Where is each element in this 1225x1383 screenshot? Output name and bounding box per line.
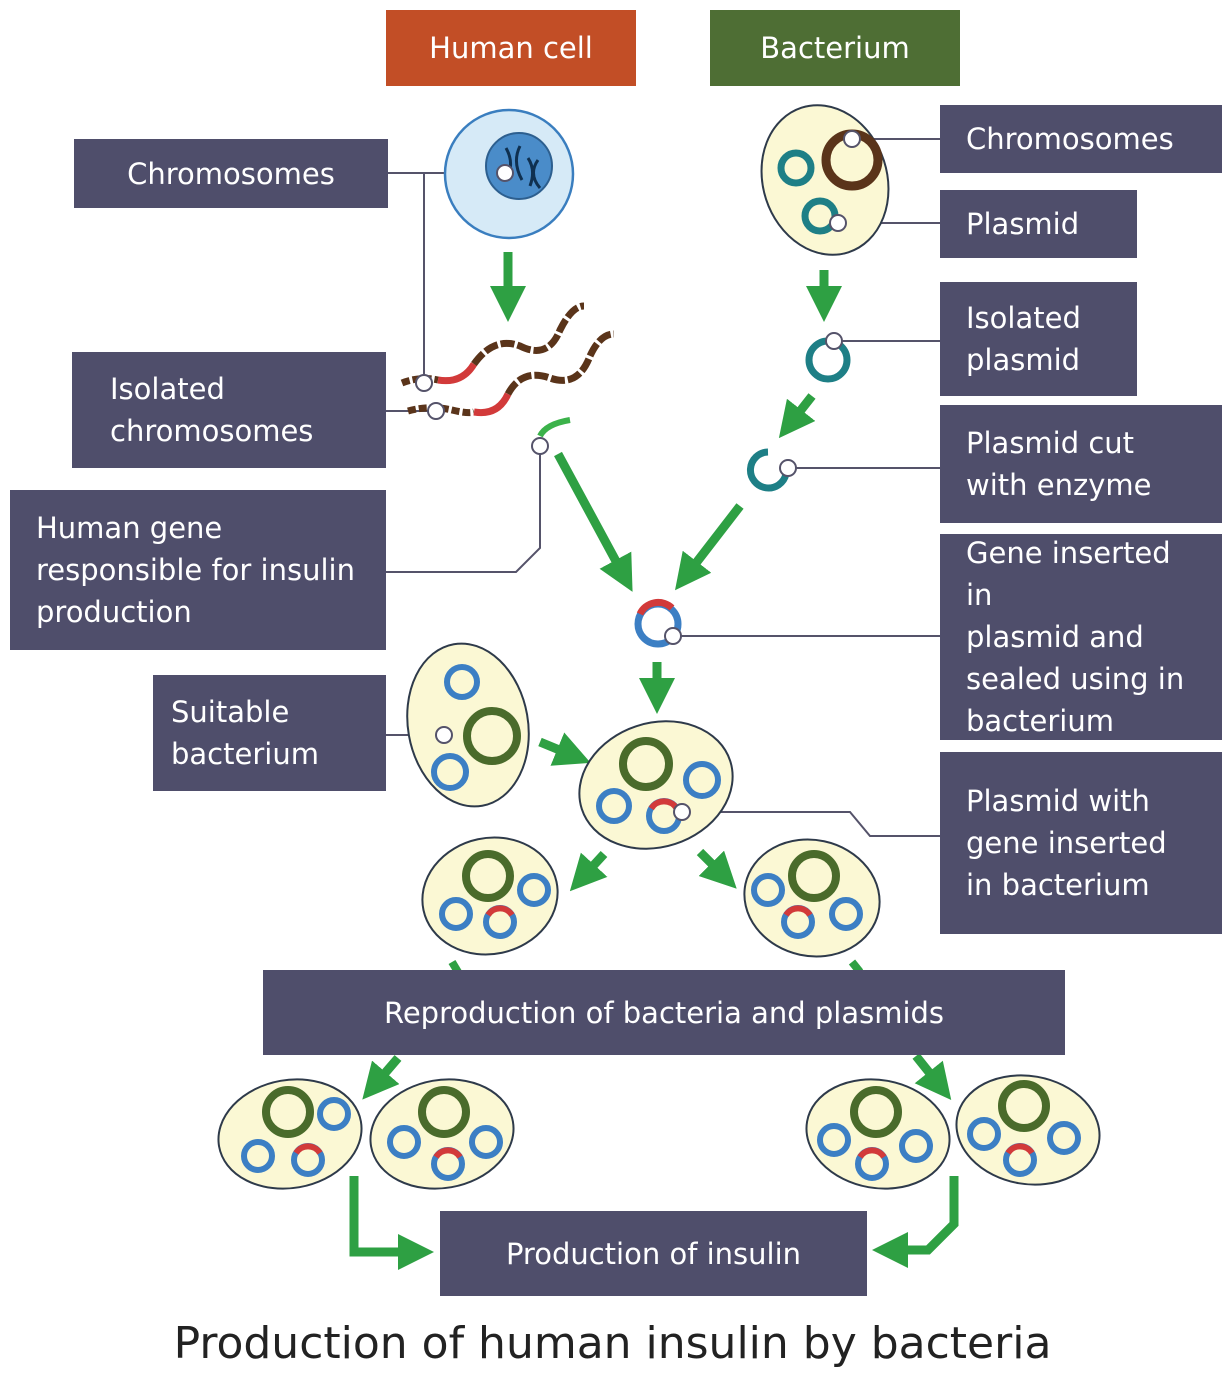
human-cell-header: Human cell [386, 10, 636, 86]
label-human-gene: Human gene responsible for insulin produ… [10, 490, 386, 650]
label-chromosomes-left: Chromosomes [74, 139, 388, 208]
connector-plasmid-with-gene [682, 811, 940, 837]
bacterium-gen2-2 [369, 1078, 515, 1190]
arrows [362, 252, 952, 1101]
cut-plasmid [746, 448, 790, 492]
label-plasmid-cut: Plasmid cut with enzyme [940, 405, 1222, 523]
bacterium-suitable [406, 642, 530, 808]
human-gene-fragment [537, 417, 571, 438]
arrow-cut-to-recombinant [675, 503, 744, 591]
label-plasmid-with-gene: Plasmid with gene inserted in bacterium [940, 752, 1222, 934]
label-chromosomes-right: Chromosomes [940, 105, 1222, 173]
arrow-reproduce-left [362, 1055, 402, 1100]
label-production: Production of insulin [440, 1211, 867, 1296]
anchor-points [415, 130, 861, 821]
arrow-plasmid-to-cut [778, 393, 816, 439]
elbow-arrows [349, 1176, 959, 1270]
recombinant-plasmid [634, 598, 682, 648]
bacteria-cells [217, 642, 1101, 1190]
bacterium-top [760, 104, 890, 256]
arrow-gene-to-recombinant [554, 451, 633, 592]
bacterium-gen2-4 [955, 1074, 1101, 1186]
isolated-chromosome-strands [400, 302, 615, 417]
bacterium-header: Bacterium [710, 10, 960, 86]
bacterium-gen2-3 [805, 1078, 951, 1190]
bacterium-gen2-1 [217, 1078, 363, 1190]
label-suitable-bacterium: Suitable bacterium [153, 675, 386, 791]
arrow-suitable-to-modified [538, 732, 591, 766]
label-isolated-chromosomes: Isolated chromosomes [72, 352, 386, 468]
bacterium-modified [578, 720, 734, 850]
bacterium-split-right [743, 838, 881, 958]
arrow-split-right [696, 848, 737, 889]
arrow-right-to-insulin [872, 1176, 959, 1268]
arrow-reproduce-right [912, 1053, 952, 1101]
label-reproduction: Reproduction of bacteria and plasmids [263, 970, 1065, 1055]
label-gene-inserted: Gene inserted in plasmid and sealed usin… [940, 534, 1222, 740]
label-plasmid: Plasmid [940, 190, 1137, 258]
diagram-title: Production of human insulin by bacteria [173, 1318, 1052, 1369]
arrow-left-to-insulin [349, 1176, 434, 1270]
label-isolated-plasmid: Isolated plasmid [940, 282, 1137, 396]
arrow-split-left [569, 850, 608, 892]
bacterium-split-left [421, 836, 559, 956]
connector-human-gene [386, 446, 541, 573]
